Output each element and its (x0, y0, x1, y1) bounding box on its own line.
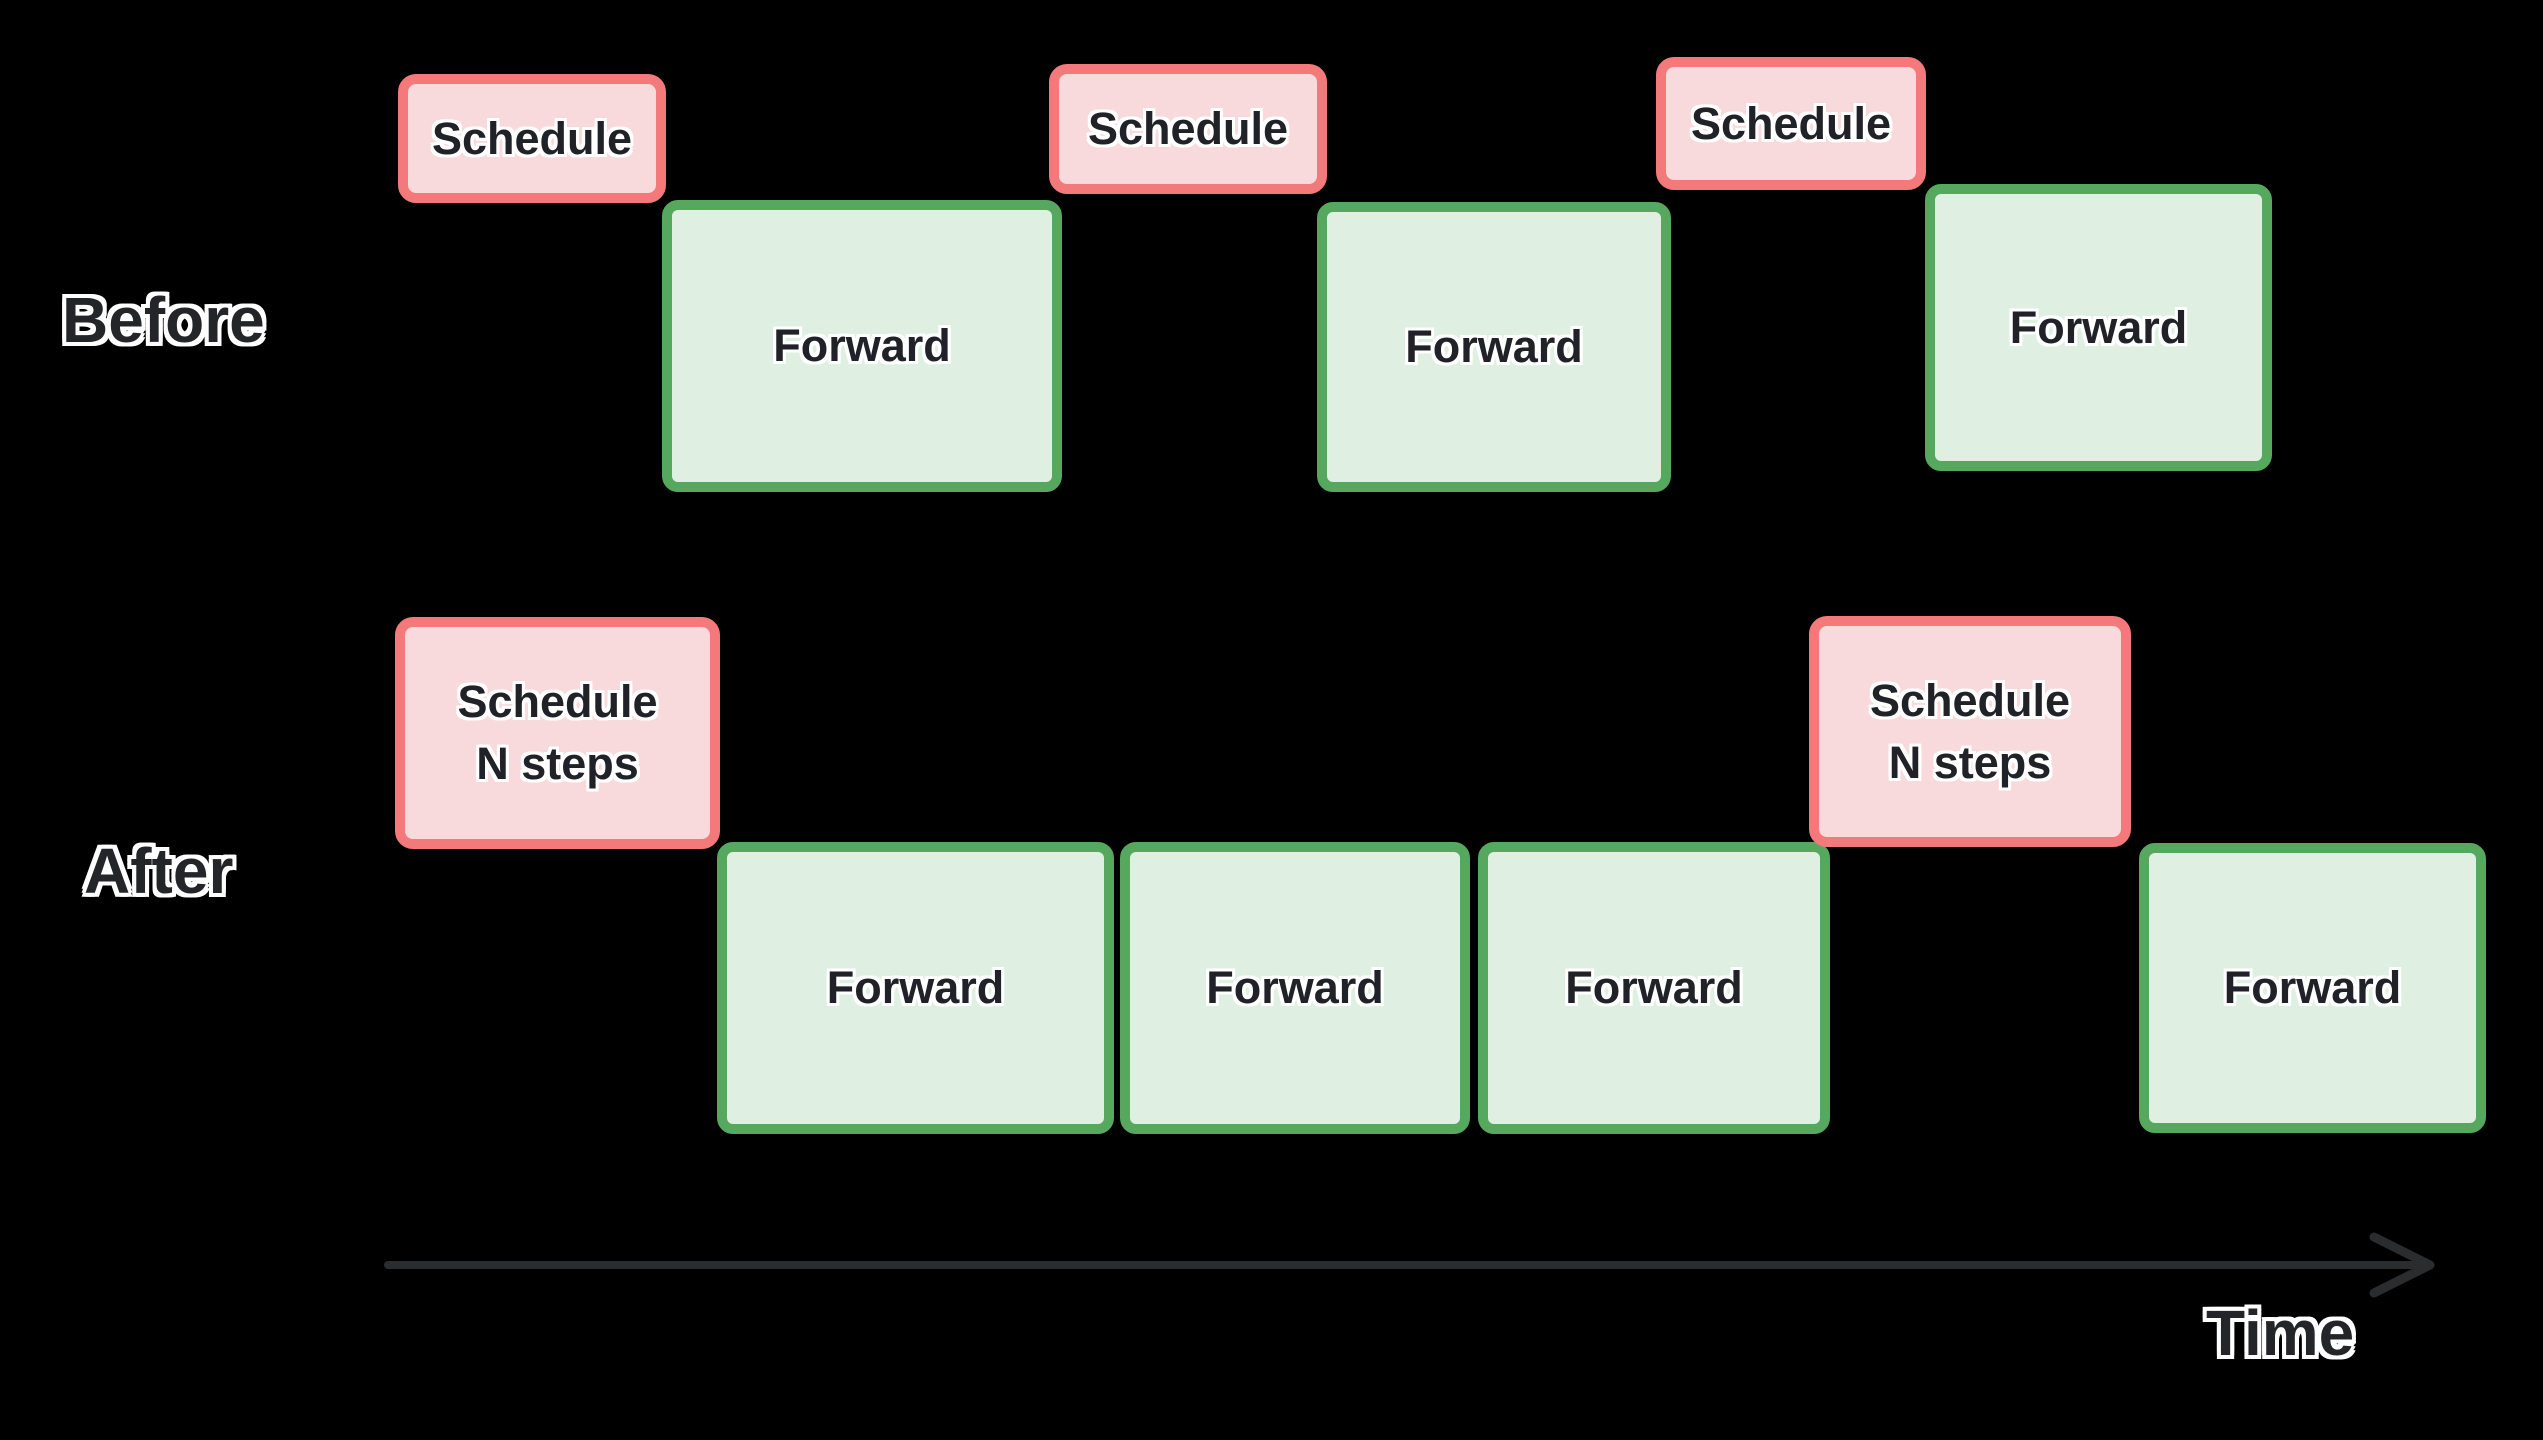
schedule-box: Schedule (1656, 57, 1926, 190)
schedule-box-label-line2: N steps (476, 738, 639, 789)
schedule-box: Schedule (398, 74, 666, 203)
schedule-box-label-line2: N steps (1888, 736, 2052, 788)
before-row-label: Before (62, 284, 265, 356)
schedule-box-label-line1: Schedule (1869, 674, 2071, 726)
forward-box: Forward (1925, 184, 2272, 471)
forward-box-label: Forward (1405, 321, 1583, 372)
forward-box-label: Forward (2223, 962, 2402, 1013)
forward-box: Forward (1478, 842, 1830, 1134)
schedule-box-label: Schedule (431, 112, 633, 164)
forward-box-label: Forward (1206, 962, 1384, 1013)
forward-box: Forward (662, 200, 1062, 492)
time-axis-arrow (384, 1232, 2435, 1298)
forward-box-label: Forward (773, 320, 951, 371)
schedule-box-label-line1: Schedule (457, 676, 658, 727)
schedule-box: Schedule (1049, 64, 1327, 194)
arrowhead-icon (2369, 1232, 2435, 1298)
forward-box-label: Forward (2009, 301, 2188, 353)
schedule-box-label: Schedule (1087, 103, 1289, 154)
time-axis-label: Time (2206, 1297, 2355, 1369)
schedule-n-steps-box: Schedule N steps (395, 617, 720, 849)
forward-box-label: Forward (826, 962, 1005, 1013)
after-row-label: After (84, 835, 234, 907)
forward-box: Forward (717, 842, 1114, 1134)
forward-box-label: Forward (1565, 962, 1743, 1013)
forward-box: Forward (2139, 843, 2486, 1133)
schedule-box-label: Schedule (1690, 97, 1892, 149)
forward-box: Forward (1317, 202, 1671, 492)
forward-box: Forward (1120, 842, 1470, 1134)
schedule-n-steps-box: Schedule N steps (1809, 616, 2131, 847)
